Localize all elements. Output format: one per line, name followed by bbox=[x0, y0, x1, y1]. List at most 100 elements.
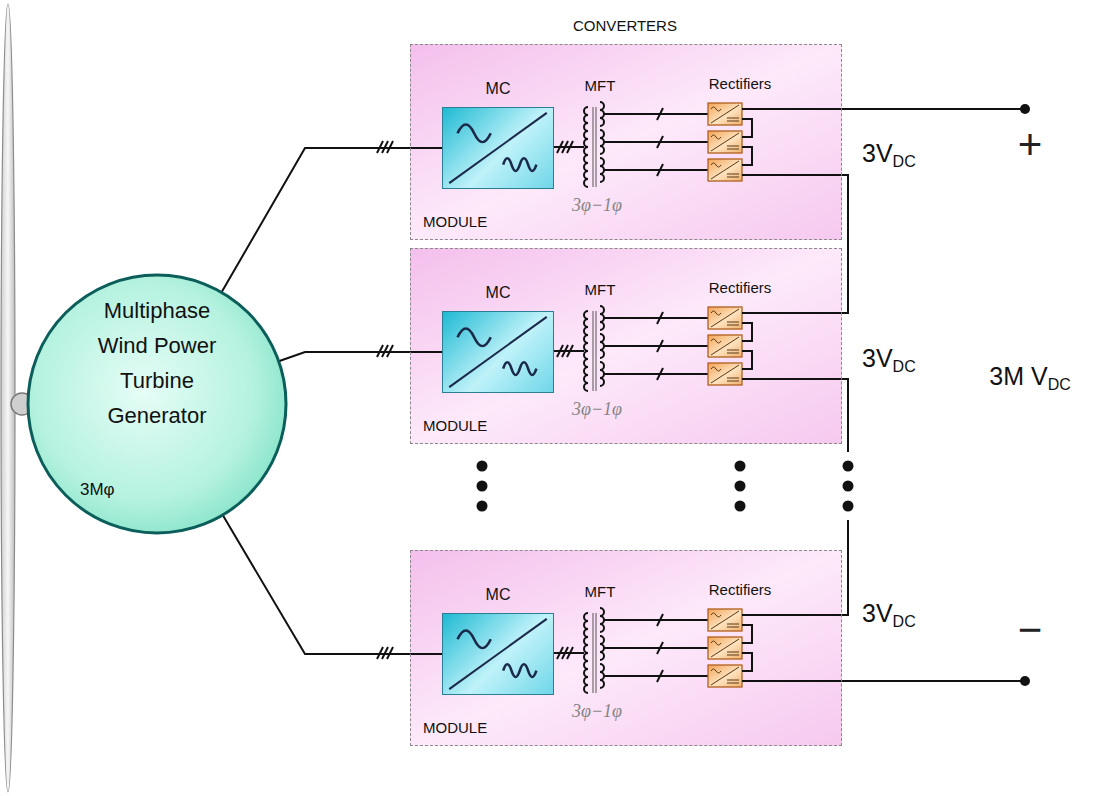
converter-label: MC bbox=[443, 80, 553, 98]
rectifier-box bbox=[708, 159, 742, 181]
wire bbox=[604, 141, 708, 143]
voltage-label: 3VDC bbox=[862, 344, 916, 376]
rectifier-box bbox=[708, 363, 742, 385]
wire bbox=[604, 619, 708, 621]
rectifier-box bbox=[708, 665, 742, 687]
rectifier-label: Rectifiers bbox=[709, 279, 772, 296]
wire bbox=[604, 373, 708, 375]
phase-count-mark bbox=[657, 136, 663, 148]
terminal-sign: + bbox=[1018, 121, 1043, 169]
continuation-dot bbox=[477, 501, 488, 512]
rectifier-label: Rectifiers bbox=[709, 581, 772, 598]
continuation-dot bbox=[735, 461, 746, 472]
generator-label: Multiphase Wind Power Turbine Generator bbox=[82, 293, 232, 433]
rectifier-symbol bbox=[711, 639, 739, 657]
rectifier-box bbox=[708, 609, 742, 631]
phase-count-mark bbox=[657, 670, 663, 682]
converter-symbol bbox=[443, 312, 553, 392]
transformer-label: MFT bbox=[585, 583, 616, 600]
generator-circle: Multiphase Wind Power Turbine Generator 3… bbox=[26, 273, 288, 535]
transformer-label: MFT bbox=[585, 281, 616, 298]
rectifier-symbol bbox=[727, 378, 739, 381]
module-fill bbox=[410, 550, 842, 746]
feeder-line bbox=[222, 148, 442, 292]
phase-count-mark bbox=[657, 642, 663, 654]
voltage-label: 3M VDC bbox=[989, 362, 1070, 394]
rectifier-symbol bbox=[711, 669, 721, 673]
terminal-dot bbox=[1020, 104, 1030, 114]
rectifier-box bbox=[708, 637, 742, 659]
rectifier-symbol bbox=[727, 680, 739, 683]
feeder-line bbox=[279, 352, 442, 361]
phase-count-mark bbox=[657, 108, 663, 120]
rectifier-symbol bbox=[727, 624, 739, 627]
rectifier-symbol bbox=[711, 161, 739, 179]
generator-label: 3Mφ bbox=[80, 480, 115, 500]
phase-count-mark bbox=[657, 340, 663, 352]
rectifier-symbol bbox=[727, 118, 739, 121]
converter-label: MC bbox=[443, 586, 553, 604]
phase-label: 3φ−1φ bbox=[572, 195, 622, 216]
matrix-converter-box: MC bbox=[442, 613, 554, 695]
transformer-winding bbox=[600, 362, 604, 386]
rectifier-symbol bbox=[711, 611, 739, 629]
transformer-core bbox=[593, 311, 594, 391]
rectifier-symbol bbox=[727, 322, 739, 325]
module-label: MODULE bbox=[423, 719, 487, 736]
phase-count-mark bbox=[657, 368, 663, 380]
wire bbox=[604, 317, 708, 319]
rectifier-symbol bbox=[711, 367, 721, 371]
dc-positive-wire bbox=[742, 108, 1025, 110]
converter-label: MC bbox=[443, 284, 553, 302]
terminal-sign: − bbox=[1018, 606, 1043, 654]
rectifier-box bbox=[708, 103, 742, 125]
series-link bbox=[742, 379, 848, 452]
wire bbox=[604, 675, 708, 677]
transformer-core bbox=[596, 613, 597, 693]
transformer-winding bbox=[600, 130, 604, 154]
rectifier-symbol bbox=[711, 667, 739, 685]
series-link bbox=[742, 653, 752, 671]
rectifier-symbol bbox=[711, 365, 739, 383]
continuation-dot bbox=[843, 461, 854, 472]
phase-count-mark bbox=[657, 312, 663, 324]
module-fill bbox=[410, 44, 842, 240]
voltage-label: 3VDC bbox=[862, 599, 916, 631]
rectifier-box bbox=[708, 335, 742, 357]
rectifier-box bbox=[708, 131, 742, 153]
series-link bbox=[742, 323, 752, 341]
transformer-core bbox=[596, 311, 597, 391]
phase-label: 3φ−1φ bbox=[572, 399, 622, 420]
transformer-core bbox=[593, 613, 594, 693]
transformer-winding bbox=[584, 311, 588, 391]
continuation-dot bbox=[843, 481, 854, 492]
phase-count-mark bbox=[567, 647, 573, 659]
transformer-winding bbox=[600, 334, 604, 358]
rectifier-symbol bbox=[711, 613, 721, 617]
continuation-dot bbox=[477, 461, 488, 472]
phase-count-mark bbox=[567, 141, 573, 153]
phase-count-mark bbox=[657, 614, 663, 626]
transformer-label: MFT bbox=[585, 77, 616, 94]
wire bbox=[604, 113, 708, 115]
continuation-dot bbox=[843, 501, 854, 512]
transformer-core bbox=[596, 107, 597, 187]
continuation-dot bbox=[735, 481, 746, 492]
rectifier-symbol bbox=[711, 163, 721, 167]
phase-count-mark bbox=[567, 345, 573, 357]
series-link bbox=[742, 119, 752, 137]
wire bbox=[604, 647, 708, 649]
wire bbox=[604, 169, 708, 171]
series-link bbox=[742, 520, 848, 615]
transformer-winding bbox=[600, 664, 604, 688]
rectifier-box bbox=[708, 307, 742, 329]
rectifier-symbol bbox=[711, 339, 721, 343]
converter-module: MODULEMC bbox=[410, 44, 842, 240]
transformer-winding bbox=[584, 107, 588, 187]
rectifier-symbol bbox=[711, 309, 739, 327]
transformer-winding bbox=[600, 608, 604, 632]
voltage-label: 3VDC bbox=[862, 139, 916, 171]
transformer-winding bbox=[600, 102, 604, 126]
rectifier-symbol bbox=[711, 105, 739, 123]
wire bbox=[604, 345, 708, 347]
